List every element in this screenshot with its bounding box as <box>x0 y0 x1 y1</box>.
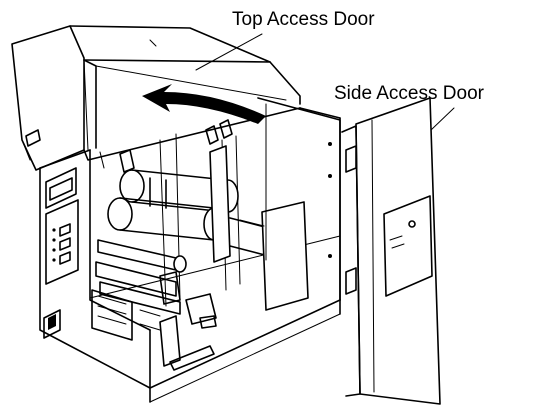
curved-arrow-icon <box>142 84 266 124</box>
top-access-door-label: Top Access Door <box>232 9 375 30</box>
print-mechanism <box>91 239 217 371</box>
ribbon-spindles <box>107 169 239 241</box>
side-access-door <box>341 97 441 405</box>
center-divider <box>257 97 341 301</box>
top-door-pointer <box>195 33 263 71</box>
printer-base <box>149 299 341 403</box>
control-panel <box>43 167 79 339</box>
media-hanger <box>209 145 309 311</box>
side-access-door-label: Side Access Door <box>334 83 484 104</box>
